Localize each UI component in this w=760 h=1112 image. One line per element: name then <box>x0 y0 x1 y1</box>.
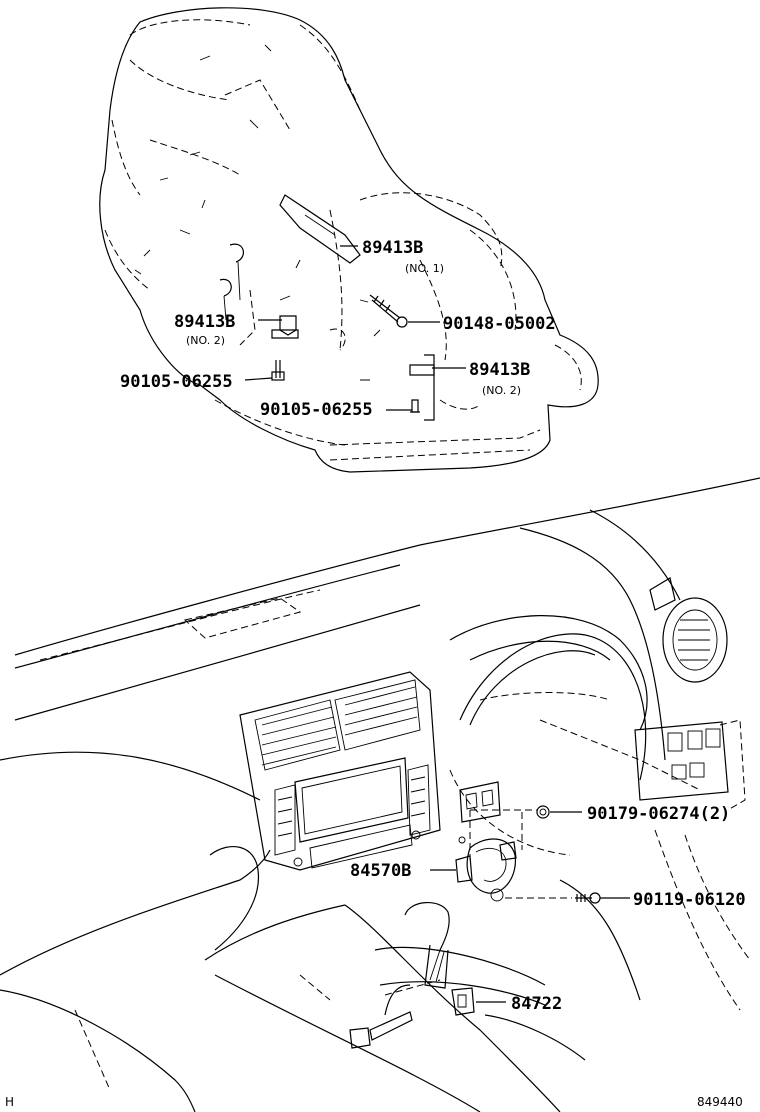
label-89413b-no2-left-sub: (NO. 2) <box>186 334 225 347</box>
label-90148-05002: 90148-05002 <box>443 314 556 334</box>
label-84570b: 84570B <box>350 861 411 881</box>
leader-lines <box>244 245 630 1003</box>
label-90105-06255-right: 90105-06255 <box>260 400 373 420</box>
label-89413b-no2-left: 89413B <box>174 312 235 332</box>
label-89413b-no1-sub: (NO. 1) <box>405 262 444 275</box>
corner-mark: H <box>5 1095 14 1109</box>
label-89413b-no1: 89413B <box>362 238 423 258</box>
dashboard-drawing <box>0 477 760 1112</box>
transmission-drawing <box>99 7 599 473</box>
label-90179-06274: 90179-06274(2) <box>587 804 730 824</box>
label-89413b-no2-right: 89413B <box>469 360 530 380</box>
figure-id: 849440 <box>697 1095 743 1109</box>
label-84722: 84722 <box>511 994 562 1014</box>
label-90119-06120: 90119-06120 <box>633 890 746 910</box>
label-89413b-no2-right-sub: (NO. 2) <box>482 384 521 397</box>
label-90105-06255-left: 90105-06255 <box>120 372 233 392</box>
